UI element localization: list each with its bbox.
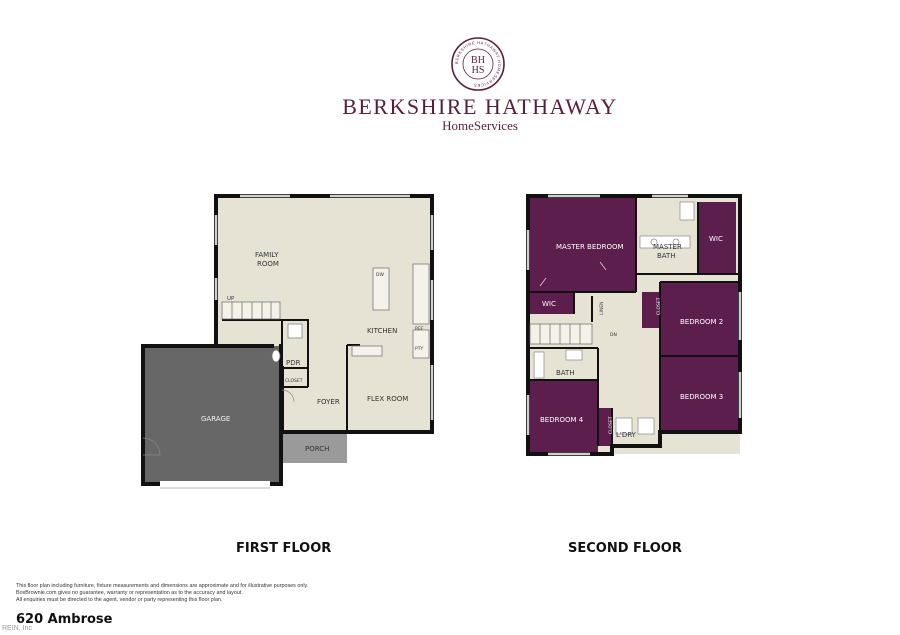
- master-bath-label-1: MASTER: [653, 243, 682, 251]
- dn-label: DN: [610, 332, 617, 338]
- family-room-label-2: ROOM: [257, 260, 279, 268]
- bedroom-2-area: [660, 282, 740, 356]
- bedroom-2-label: BEDROOM 2: [680, 318, 723, 326]
- linen-label: LINEN: [599, 302, 605, 315]
- pdr-label: PDR: [286, 359, 301, 367]
- bedroom-3-area: [660, 356, 740, 432]
- wic-small-area: [528, 292, 574, 314]
- foyer-label: FOYER: [317, 398, 340, 406]
- closet-br4-area: [598, 408, 612, 446]
- dw-label: DW: [376, 272, 384, 278]
- seal-letters-bottom: HS: [472, 65, 485, 76]
- family-room-label-1: FAMILY: [255, 251, 279, 259]
- second-floor-plan: MASTER BEDROOM WIC WIC BEDROOM 2 BEDROOM…: [526, 194, 742, 456]
- closet-br4-label: CLOSET: [608, 416, 614, 434]
- disclaimer-line: BoxBrownie.com gives no guarantee, warra…: [16, 590, 243, 596]
- disclaimer: This floor plan including furniture, fix…: [16, 583, 436, 604]
- garage-label: GARAGE: [201, 415, 230, 423]
- closet-br2-area: [642, 292, 660, 328]
- property-address: 620 Ambrose: [16, 612, 113, 627]
- bedroom-4-area: [528, 380, 598, 454]
- first-floor-title: FIRST FLOOR: [236, 541, 332, 556]
- brand-subname: HomeServices: [442, 118, 518, 133]
- brand-seal-icon: BERKSHIRE HATHAWAY HOMESERVICES BH HS: [451, 37, 505, 91]
- porch-label: PORCH: [305, 445, 329, 453]
- bedroom-4-label: BEDROOM 4: [540, 416, 584, 424]
- wic-master-label: WIC: [709, 235, 723, 243]
- bath-label: BATH: [556, 369, 575, 377]
- porch-area: [283, 432, 347, 463]
- master-bedroom-area: [528, 196, 636, 292]
- disclaimer-line: All enquiries must be directed to the ag…: [16, 597, 223, 603]
- first-floor-rooms: [216, 196, 432, 432]
- kitchen-label: KITCHEN: [367, 327, 397, 335]
- seal-letters-top: BH: [471, 55, 485, 66]
- laundry-label: L'DRY: [616, 431, 637, 439]
- master-bath-label-2: BATH: [657, 252, 676, 260]
- brand-name: BERKSHIRE HATHAWAY: [342, 94, 618, 119]
- bedroom-3-label: BEDROOM 3: [680, 393, 723, 401]
- second-floor-title: SECOND FLOOR: [568, 541, 682, 556]
- up-label: UP: [227, 296, 235, 302]
- flex-room-label: FLEX ROOM: [367, 395, 408, 403]
- closet-label: CLOSET: [285, 378, 303, 384]
- disclaimer-line: This floor plan including furniture, fix…: [16, 583, 309, 589]
- wic-small-label: WIC: [542, 300, 556, 308]
- closet-br2-label: CLOSET: [656, 297, 662, 315]
- ref-label: REF: [415, 326, 424, 332]
- master-bedroom-label: MASTER BEDROOM: [556, 243, 624, 251]
- wic-master-area: [698, 202, 736, 274]
- first-floor-plan: FAMILY ROOM UP KITCHEN DW REF PTY PDR CL…: [141, 194, 434, 489]
- pty-label: PTY: [415, 346, 423, 352]
- watermark: REIN, Inc: [2, 625, 32, 632]
- garage-area: [143, 346, 281, 484]
